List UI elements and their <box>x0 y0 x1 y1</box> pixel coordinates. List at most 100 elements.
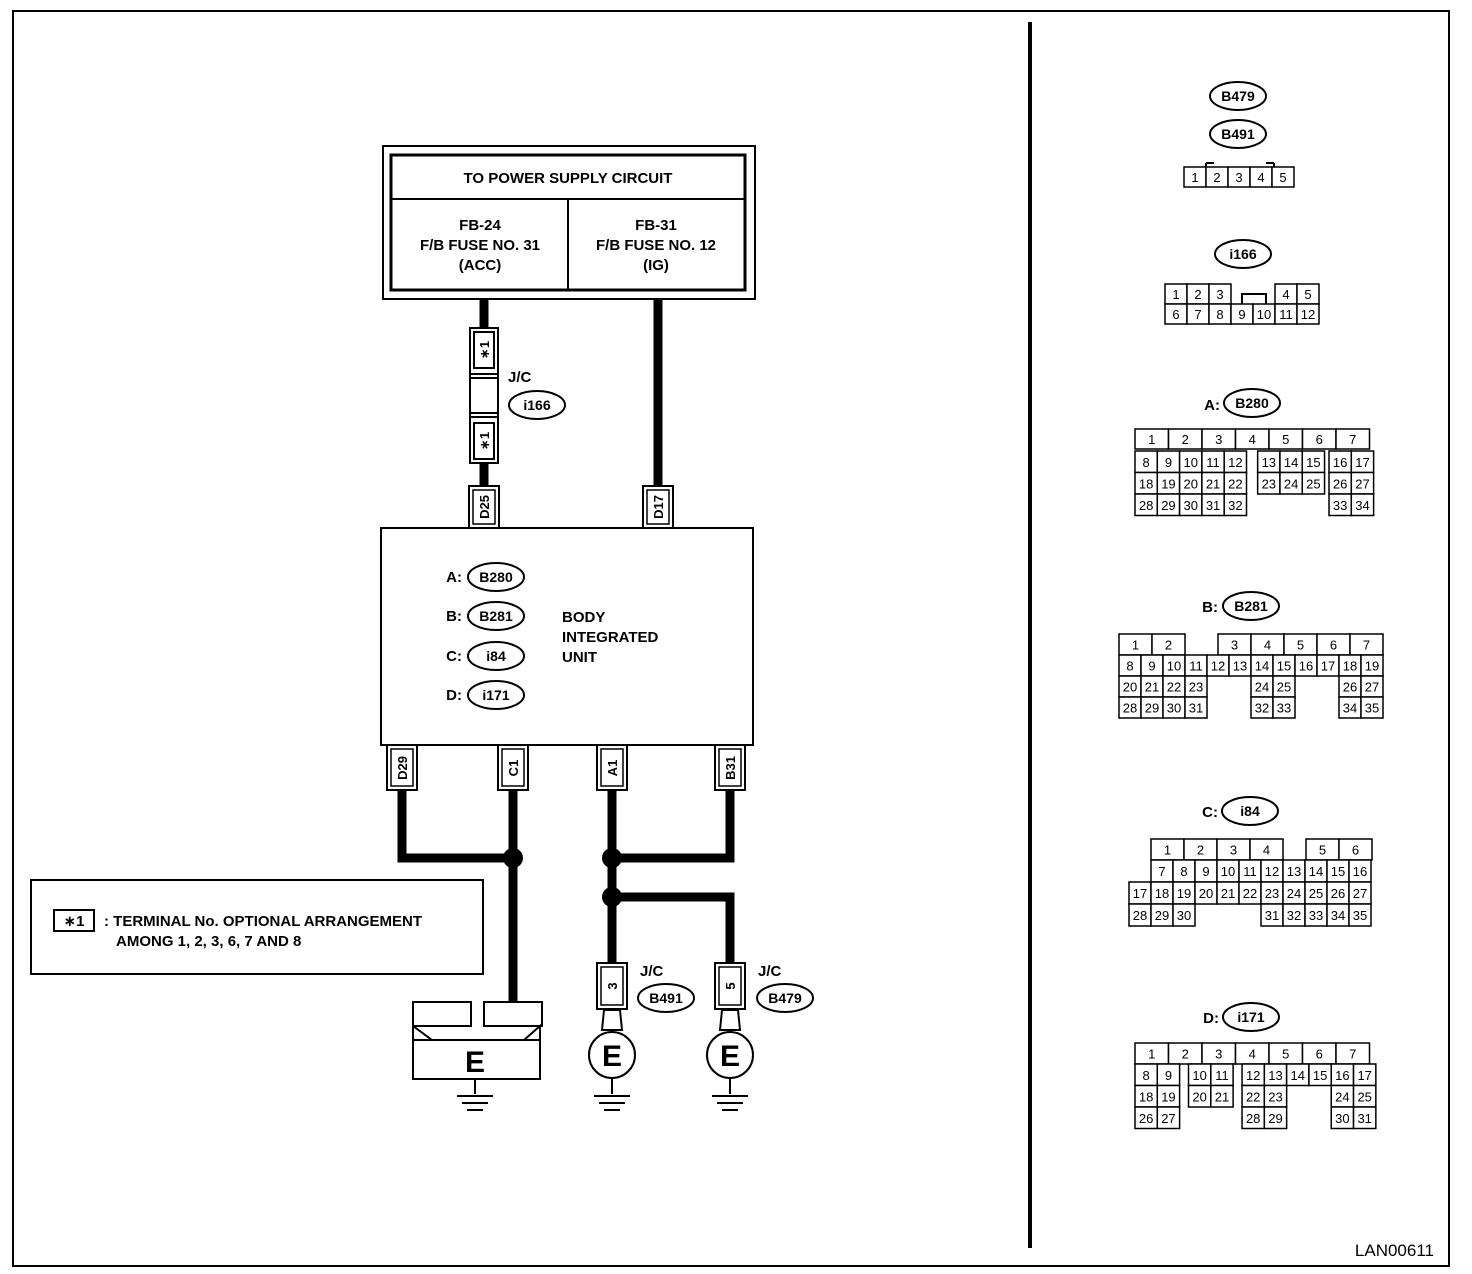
i171-pin-20: 20 <box>1192 1089 1206 1104</box>
svg-text:C1: C1 <box>506 760 521 777</box>
note-line1: : TERMINAL No. OPTIONAL ARRANGEMENT <box>104 913 422 930</box>
i171-header: D: i171 <box>1203 1002 1280 1032</box>
i166-pin-3: 3 <box>1216 287 1223 302</box>
b479-pin-1: 1 <box>1191 170 1198 185</box>
note-line2: AMONG 1, 2, 3, 6, 7 AND 8 <box>116 933 301 950</box>
i166-pin-5: 5 <box>1304 287 1311 302</box>
i171-pin-8: 8 <box>1143 1068 1150 1083</box>
junction-dots <box>503 848 622 907</box>
b280-pin-15: 15 <box>1306 455 1320 470</box>
pinout-b491-code: B491 <box>1221 126 1255 142</box>
b281-cell <box>1184 696 1208 719</box>
ground-body: E <box>412 1001 543 1111</box>
reference-code: LAN00611 <box>1355 1241 1434 1260</box>
b280-pin-34: 34 <box>1355 498 1369 513</box>
i166-pin-10: 10 <box>1257 307 1271 322</box>
b280-pin-28: 28 <box>1139 498 1153 513</box>
i84-pin-27: 27 <box>1353 886 1367 901</box>
b281-pin-18: 18 <box>1343 659 1357 674</box>
b280-cell <box>1350 493 1375 517</box>
i166-pin-1: 1 <box>1172 287 1179 302</box>
b281-pin-6: 6 <box>1330 638 1337 653</box>
b281-pin-29: 29 <box>1145 701 1159 716</box>
i166-pin-8: 8 <box>1216 307 1223 322</box>
b280-pin-31: 31 <box>1206 498 1220 513</box>
b280-pin-12: 12 <box>1228 455 1242 470</box>
b479-cell <box>1271 166 1295 188</box>
b479-b491-header: B479 B491 <box>1209 81 1267 149</box>
unit-name-2: INTEGRATED <box>562 629 659 646</box>
b281-pin-19: 19 <box>1365 659 1379 674</box>
i84-pin-21: 21 <box>1221 886 1235 901</box>
i84-pin-32: 32 <box>1287 908 1301 923</box>
i84-pin-8: 8 <box>1180 864 1187 879</box>
star1-top: ∗1 <box>477 341 492 359</box>
i171-pin-10: 10 <box>1192 1068 1206 1083</box>
b280-pin-25: 25 <box>1306 476 1320 491</box>
b280-pin-29: 29 <box>1161 498 1175 513</box>
b281-pin-7: 7 <box>1363 638 1370 653</box>
b281-pin-32: 32 <box>1255 701 1269 716</box>
i84-cell <box>1172 903 1196 927</box>
i171-pin-31: 31 <box>1357 1111 1371 1126</box>
b280-pin-6: 6 <box>1316 432 1323 447</box>
power-title: TO POWER SUPPLY CIRCUIT <box>464 170 673 187</box>
b280-pin-22: 22 <box>1228 476 1242 491</box>
b281-pin-22: 22 <box>1167 680 1181 695</box>
b281-pin-25: 25 <box>1277 680 1291 695</box>
b281-pin-9: 9 <box>1148 659 1155 674</box>
note-box: ∗1 : TERMINAL No. OPTIONAL ARRANGEMENT A… <box>30 879 484 975</box>
i84-pin-13: 13 <box>1287 864 1301 879</box>
i171-pin-28: 28 <box>1246 1111 1260 1126</box>
b281-pin-34: 34 <box>1343 701 1357 716</box>
i84-pin-35: 35 <box>1353 908 1367 923</box>
b280-cell <box>1335 428 1371 450</box>
b281-pin-26: 26 <box>1343 680 1357 695</box>
svg-text:A:: A: <box>446 569 462 586</box>
i171-pin-4: 4 <box>1249 1047 1256 1062</box>
b280-header: A: B280 <box>1204 388 1281 418</box>
unit-conn-d: i171 <box>482 687 509 703</box>
i84-pin-23: 23 <box>1265 886 1279 901</box>
b280-pin-4: 4 <box>1249 432 1256 447</box>
i84-pin-11: 11 <box>1243 864 1257 879</box>
b280-pin-20: 20 <box>1184 476 1198 491</box>
b280-pin-10: 10 <box>1184 455 1198 470</box>
b281-pin-23: 23 <box>1189 680 1203 695</box>
b280-pin-18: 18 <box>1139 476 1153 491</box>
i84-pin-14: 14 <box>1309 864 1323 879</box>
b280-pin-9: 9 <box>1165 455 1172 470</box>
i171-cell <box>1210 1084 1234 1108</box>
svg-text:D:: D: <box>1203 1010 1219 1027</box>
i171-pin-5: 5 <box>1282 1047 1289 1062</box>
b280-pin-13: 13 <box>1262 455 1276 470</box>
svg-text:D:: D: <box>446 687 462 704</box>
b281-pin-30: 30 <box>1167 701 1181 716</box>
i84-pin-22: 22 <box>1243 886 1257 901</box>
b280-pin-32: 32 <box>1228 498 1242 513</box>
unit-name-3: UNIT <box>562 649 597 666</box>
b281-pin-3: 3 <box>1231 638 1238 653</box>
fuse-right-3: (IG) <box>643 257 669 274</box>
i171-pin-23: 23 <box>1268 1089 1282 1104</box>
svg-text:5: 5 <box>723 982 738 989</box>
i171-pin-12: 12 <box>1246 1068 1260 1083</box>
i84-pin-12: 12 <box>1265 864 1279 879</box>
pinout-b280-code: B280 <box>1235 395 1269 411</box>
b281-pin-12: 12 <box>1211 659 1225 674</box>
body-integrated-unit: A: B280 B: B281 C: i84 D: i171 BODY INTE… <box>380 527 754 746</box>
b281-pin-33: 33 <box>1277 701 1291 716</box>
b281-pin-11: 11 <box>1189 659 1203 674</box>
b280-pin-14: 14 <box>1284 455 1298 470</box>
b281-pin-14: 14 <box>1255 659 1269 674</box>
b281-pin-5: 5 <box>1297 638 1304 653</box>
i171-pin-7: 7 <box>1349 1047 1356 1062</box>
i171-pin-6: 6 <box>1316 1047 1323 1062</box>
i84-pin-5: 5 <box>1319 843 1326 858</box>
i171-pin-9: 9 <box>1165 1068 1172 1083</box>
conn-d29: D29 <box>386 744 418 791</box>
b281-pin-35: 35 <box>1365 701 1379 716</box>
i84-pin-19: 19 <box>1177 886 1191 901</box>
